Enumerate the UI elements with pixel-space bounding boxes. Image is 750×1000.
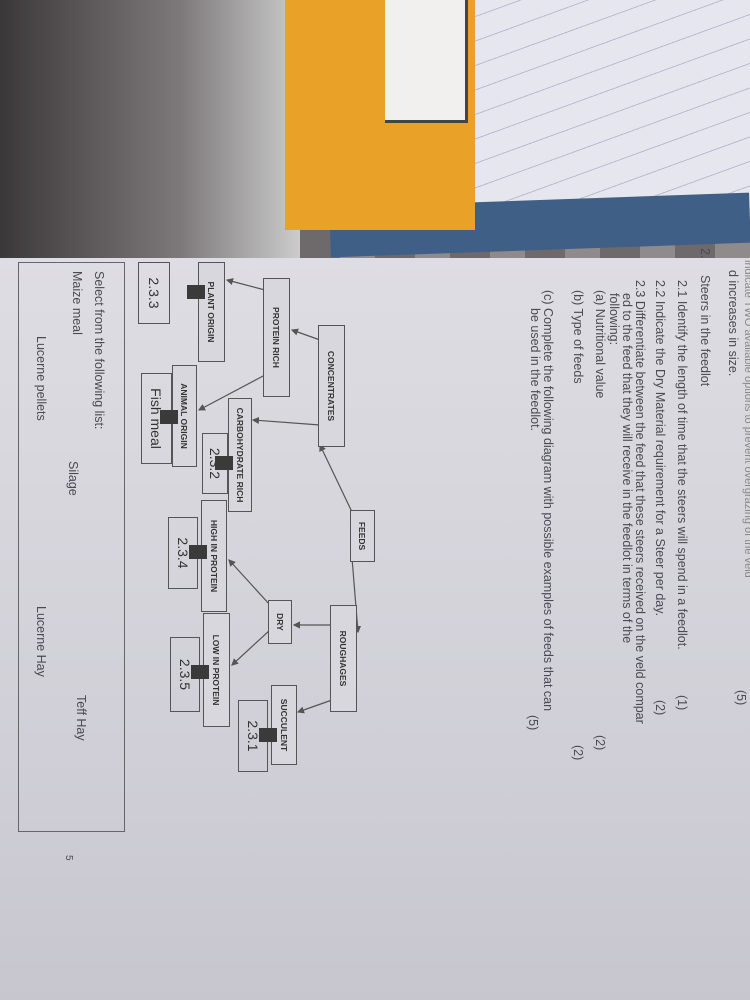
feed-list-box: Select from the following list: Maize me… — [18, 262, 125, 832]
page-number: 5 — [63, 855, 74, 861]
node-plant-origin: PLANT ORIGIN — [198, 262, 225, 362]
connector-arrow-icon — [160, 410, 178, 424]
question-paper — [0, 258, 750, 1000]
node-concentrates: CONCENTRATES — [318, 325, 345, 447]
node-carbohydrate-rich: CARBOHYDRATE RICH — [228, 398, 252, 512]
list-item: Maize meal — [70, 271, 84, 335]
connector-arrow-icon — [259, 728, 277, 742]
diagram-arrows — [197, 278, 362, 714]
node-protein-rich: PROTEIN RICH — [263, 278, 290, 397]
connector-arrow-icon — [187, 285, 205, 299]
answer-box-2-3-3[interactable]: 2.3.3 — [138, 262, 170, 324]
connector-arrow-icon — [215, 456, 233, 470]
list-item: Teff Hay — [74, 695, 88, 741]
orange-object-label — [385, 0, 468, 123]
node-feeds: FEEDS — [350, 510, 375, 562]
question-number: 2. — [698, 248, 712, 259]
connector-arrow-icon — [189, 545, 207, 559]
list-item: Lucerne pellets — [34, 336, 48, 421]
node-dry: DRY — [268, 600, 292, 644]
list-item: Lucerne Hay — [34, 606, 48, 677]
node-roughages: ROUGHAGES — [330, 605, 357, 712]
node-succulent: SUCCULENT — [271, 685, 297, 765]
connector-arrow-icon — [191, 665, 209, 679]
list-heading: Select from the following list: — [92, 271, 106, 430]
list-item: Silage — [66, 461, 80, 496]
dark-fabric — [0, 0, 300, 260]
lined-notebook — [455, 0, 750, 220]
rotated-page-content: indicate TWO available options to preven… — [0, 248, 750, 1000]
